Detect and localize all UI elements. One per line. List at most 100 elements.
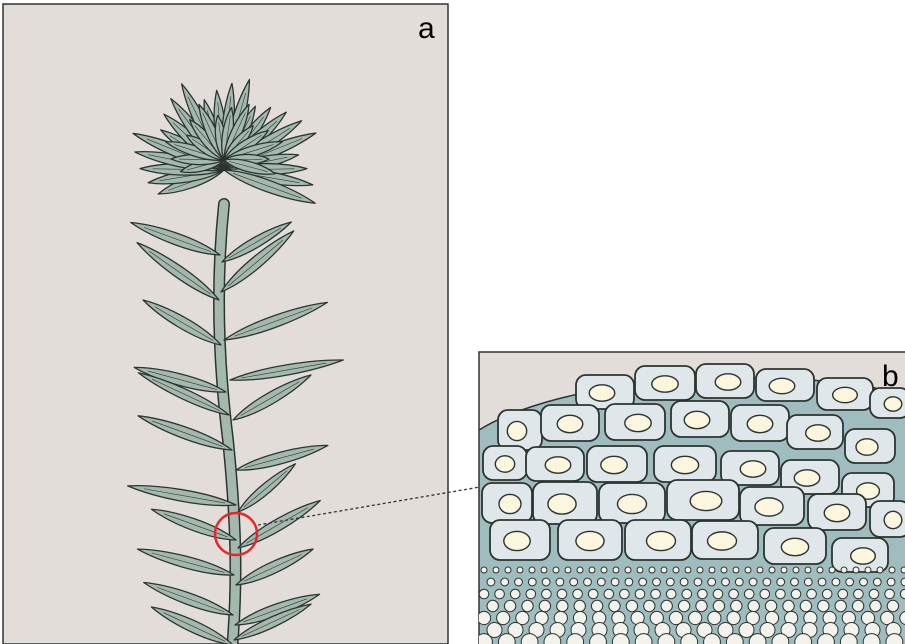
cell-nucleus	[646, 531, 675, 550]
tissue-pore	[722, 578, 730, 586]
cell-nucleus	[824, 504, 850, 521]
tissue-pore	[570, 578, 578, 586]
tissue-pore	[601, 567, 607, 573]
tissue-pore	[611, 578, 619, 586]
tissue-pore	[763, 578, 771, 586]
tissue-pore	[557, 600, 568, 611]
tissue-pore	[901, 578, 905, 586]
tissue-pore	[853, 567, 859, 573]
cell-nucleus	[740, 461, 766, 477]
cell-nucleus	[747, 415, 773, 432]
cell-nucleus	[617, 494, 646, 513]
cell-nucleus	[684, 411, 710, 428]
tissue-pore	[497, 611, 510, 624]
tissue-pore	[829, 567, 835, 573]
tissue-pore	[694, 578, 702, 586]
tissue-pore	[835, 600, 846, 611]
tissue-pore	[901, 567, 905, 573]
tissue-pore	[481, 567, 487, 573]
tissue-pore	[510, 589, 520, 599]
tissue-pore	[517, 567, 523, 573]
cell-nucleus	[781, 538, 808, 555]
tissue-pore	[696, 600, 707, 611]
tissue-pore	[613, 567, 619, 573]
tissue-pore	[565, 567, 571, 573]
tissue-pore	[487, 578, 495, 586]
tissue-pore	[709, 567, 715, 573]
tissue-pore	[651, 589, 661, 599]
tissue-pore	[713, 600, 724, 611]
cell-nucleus	[557, 415, 583, 432]
tissue-pore	[735, 578, 743, 586]
tissue-pore	[804, 578, 812, 586]
tissue-pore	[697, 567, 703, 573]
tissue-pore	[588, 589, 598, 599]
cell-nucleus	[576, 531, 604, 550]
tissue-pore	[807, 589, 817, 599]
tissue-pore	[852, 600, 863, 611]
tissue-pore	[539, 600, 550, 611]
tissue-pore	[577, 567, 583, 573]
tissue-pore	[682, 589, 692, 599]
cell-nucleus	[507, 421, 526, 440]
tissue-pore	[597, 578, 605, 586]
stem-cross-section	[476, 364, 905, 644]
tissue-pore	[733, 567, 739, 573]
tissue-pore	[604, 589, 614, 599]
tissue-pore	[635, 589, 645, 599]
cell-nucleus	[504, 531, 530, 550]
tissue-pore	[748, 600, 759, 611]
panel-a-frame	[3, 4, 448, 644]
tissue-pore	[793, 567, 799, 573]
tissue-pore	[637, 567, 643, 573]
panel-b-label: b	[882, 360, 899, 393]
tissue-pore	[609, 600, 620, 611]
panel-b: b	[476, 352, 905, 644]
tissue-pore	[708, 578, 716, 586]
cell-nucleus	[690, 491, 722, 510]
cell-nucleus	[851, 548, 876, 564]
tissue-pore	[749, 578, 757, 586]
cell-nucleus	[884, 511, 902, 528]
tissue-pore	[666, 578, 674, 586]
tissue-pore	[556, 578, 564, 586]
tissue-pore	[870, 600, 881, 611]
cell-nucleus	[495, 456, 514, 472]
tissue-pore	[731, 600, 742, 611]
tissue-pore	[557, 589, 567, 599]
panel-a: a	[3, 4, 448, 644]
tissue-pore	[817, 567, 823, 573]
tissue-pore	[673, 567, 679, 573]
tissue-pore	[745, 567, 751, 573]
tissue-pore	[760, 589, 770, 599]
tissue-pore	[729, 589, 739, 599]
cell-nucleus	[794, 470, 820, 486]
tissue-pore	[765, 600, 776, 611]
tissue-pore	[495, 589, 505, 599]
tissue-pore	[661, 567, 667, 573]
tissue-pore	[832, 578, 840, 586]
tissue-pore	[689, 611, 702, 624]
tissue-pore	[846, 578, 854, 586]
tissue-pore	[574, 600, 585, 611]
tissue-pore	[479, 589, 489, 599]
tissue-pore	[869, 589, 879, 599]
cell-nucleus	[856, 439, 878, 455]
cell-nucleus	[499, 494, 521, 513]
tissue-pore	[573, 589, 583, 599]
tissue-pore	[553, 567, 559, 573]
tissue-pore	[818, 600, 829, 611]
tissue-pore	[626, 600, 637, 611]
panel-a-label: a	[418, 12, 435, 45]
cell-nucleus	[715, 374, 741, 390]
tissue-pore	[522, 600, 533, 611]
tissue-pore	[625, 567, 631, 573]
tissue-pore	[783, 600, 794, 611]
cell-nucleus	[671, 456, 698, 473]
tissue-pore	[791, 589, 801, 599]
tissue-pore	[873, 578, 881, 586]
tissue-pore	[777, 578, 785, 586]
cell-nucleus	[806, 425, 831, 441]
tissue-pore	[639, 578, 647, 586]
